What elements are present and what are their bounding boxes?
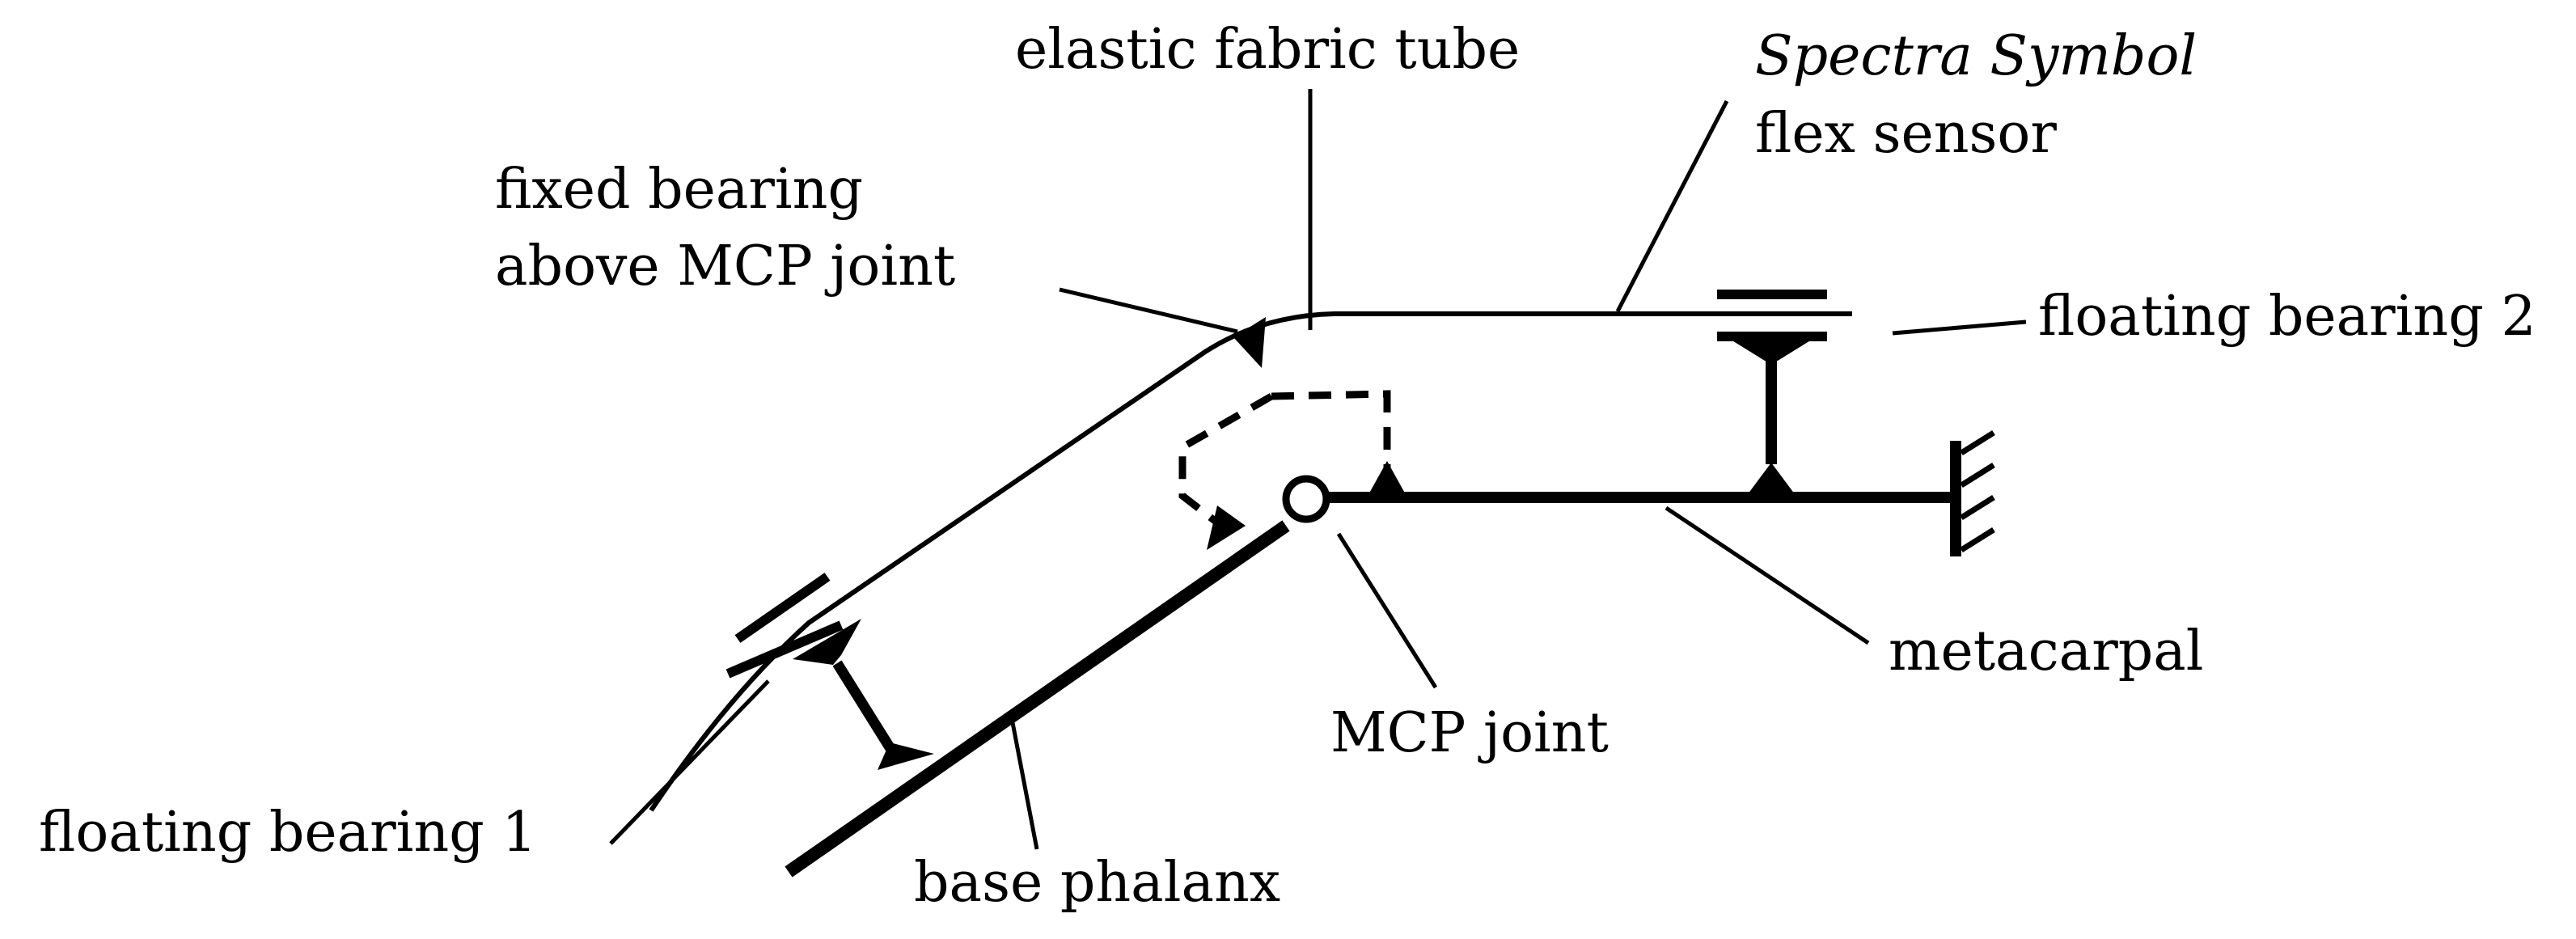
mcp-joint-circle: [1282, 475, 1330, 523]
triangle-mark-tube-metacarpal: [1367, 461, 1407, 497]
base-phalanx-bone: [785, 520, 1290, 878]
leader-fixed-bearing: [1059, 287, 1238, 334]
label-floating-bearing-1: floating bearing 1: [39, 801, 537, 865]
leader-flex-sensor: [1615, 99, 1729, 313]
label-fixed-bearing-line1: fixed bearing: [495, 158, 863, 222]
triangle-mark-fixed-bearing: [1233, 317, 1266, 368]
label-spectra-symbol: Spectra Symbol: [1755, 24, 2197, 88]
ground-hatch: [1960, 430, 1995, 552]
label-floating-bearing-2: floating bearing 2: [2038, 285, 2536, 349]
elastic-fabric-tube: [1178, 390, 1391, 529]
triangle-mark-tube-phalanx: [1207, 505, 1246, 550]
label-mcp-joint: MCP joint: [1330, 701, 1609, 765]
floating-bearing-1-symbol: [725, 573, 934, 770]
flex-sensor-strip: [649, 311, 1852, 812]
label-elastic-fabric-tube: elastic fabric tube: [1015, 18, 1521, 82]
leader-lines: [609, 89, 2027, 850]
leader-base-phalanx: [1009, 713, 1039, 850]
label-base-phalanx: base phalanx: [914, 851, 1281, 915]
label-flex-sensor: flex sensor: [1755, 102, 2057, 166]
label-fixed-bearing-line2: above MCP joint: [495, 235, 956, 298]
label-metacarpal: metacarpal: [1889, 620, 2204, 683]
leader-floating-bearing-1: [609, 679, 770, 845]
floating-bearing-2-symbol: [1717, 290, 1827, 497]
leader-floating-bearing-2: [1892, 319, 2027, 336]
leader-metacarpal: [1664, 505, 1870, 645]
leader-mcp-joint: [1336, 532, 1438, 689]
